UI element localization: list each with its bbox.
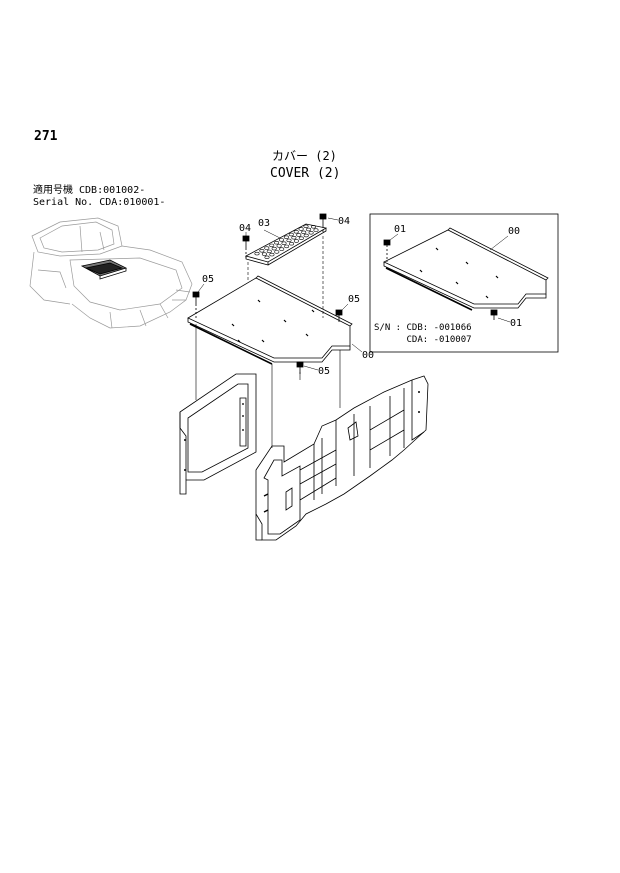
right-frame-assembly bbox=[255, 375, 429, 541]
grate-hole bbox=[254, 251, 260, 256]
inset-detail-box bbox=[369, 213, 559, 353]
grate-perforations bbox=[254, 224, 319, 259]
callout-05-right: 05 bbox=[348, 294, 360, 305]
callout-05-bottom: 05 bbox=[318, 366, 330, 377]
grate-hole bbox=[298, 236, 304, 240]
grate-hole bbox=[293, 230, 299, 234]
grate-hole bbox=[266, 249, 272, 254]
grate-hole bbox=[310, 225, 316, 229]
bolt-05-left bbox=[192, 291, 200, 320]
inset-bolt-01-left bbox=[383, 239, 391, 262]
grate-hole bbox=[269, 243, 275, 248]
main-cover-plate-00 bbox=[187, 275, 353, 365]
grate-hole bbox=[284, 244, 290, 249]
inset-cover-plate bbox=[383, 227, 549, 311]
grate-hole bbox=[261, 252, 267, 256]
grate-hole bbox=[313, 228, 319, 232]
grate-hole bbox=[276, 244, 282, 248]
left-frame-panel bbox=[179, 373, 257, 495]
grate-hole bbox=[293, 239, 299, 243]
callout-01-inset-bottom: 01 bbox=[510, 318, 522, 329]
grate-hole bbox=[303, 224, 309, 229]
inset-serial-line-1: S/N : CDB: -001066 bbox=[374, 323, 472, 333]
grate-hole bbox=[274, 250, 280, 254]
inset-serial-block: S/N : CDB: -001066 CDA: -010007 bbox=[374, 322, 472, 346]
grate-plate-03 bbox=[244, 223, 328, 266]
grate-hole bbox=[264, 246, 270, 250]
grate-hole bbox=[296, 233, 302, 237]
title-english: COVER (2) bbox=[270, 166, 341, 181]
grate-hole bbox=[281, 241, 287, 245]
grate-hole bbox=[286, 238, 292, 243]
grate-hole bbox=[301, 230, 307, 235]
highlighted-cover-area bbox=[80, 259, 128, 280]
grate-hole bbox=[264, 255, 270, 259]
applicability-line-1: 適用号機 CDB:001002- bbox=[33, 185, 146, 196]
grate-hole bbox=[271, 246, 277, 251]
grate-hole bbox=[298, 227, 304, 231]
grate-hole bbox=[308, 231, 314, 235]
grate-hole bbox=[279, 247, 285, 251]
grate-hole bbox=[291, 236, 297, 240]
page-number: 271 bbox=[34, 129, 58, 144]
grate-hole bbox=[303, 233, 309, 238]
callout-04-right: 04 bbox=[338, 216, 350, 227]
grate-hole bbox=[259, 249, 265, 253]
bolt-04-right bbox=[319, 213, 327, 232]
grate-hole bbox=[278, 238, 284, 242]
callout-labels: 03 04 04 05 05 05 00 01 00 01 bbox=[202, 216, 522, 377]
callout-05-left: 05 bbox=[202, 274, 214, 285]
grate-hole bbox=[269, 252, 275, 257]
callout-03: 03 bbox=[258, 218, 270, 229]
machine-locator-thumbnail bbox=[29, 217, 193, 329]
inset-bolt-01-right bbox=[490, 309, 498, 320]
callout-00-main: 00 bbox=[362, 350, 374, 361]
inset-serial-line-2: CDA: -010007 bbox=[406, 335, 472, 345]
title-japanese: カバー (2) bbox=[272, 149, 337, 163]
assembly-guide-lines bbox=[195, 236, 341, 448]
grate-hole bbox=[283, 235, 289, 239]
applicability-line-2: Serial No. CDA:010001- bbox=[33, 197, 166, 208]
grate-hole bbox=[288, 232, 294, 237]
bolt-05-right bbox=[335, 309, 343, 322]
callout-04-left: 04 bbox=[239, 223, 251, 234]
applicability-block: 適用号機 CDB:001002- Serial No. CDA:010001- bbox=[33, 185, 165, 209]
callout-01-inset-top: 01 bbox=[394, 224, 406, 235]
grate-hole bbox=[306, 227, 312, 232]
callout-00-inset: 00 bbox=[508, 226, 520, 237]
grate-hole bbox=[274, 241, 280, 245]
grate-hole bbox=[288, 242, 294, 246]
callout-leaders bbox=[197, 217, 511, 371]
